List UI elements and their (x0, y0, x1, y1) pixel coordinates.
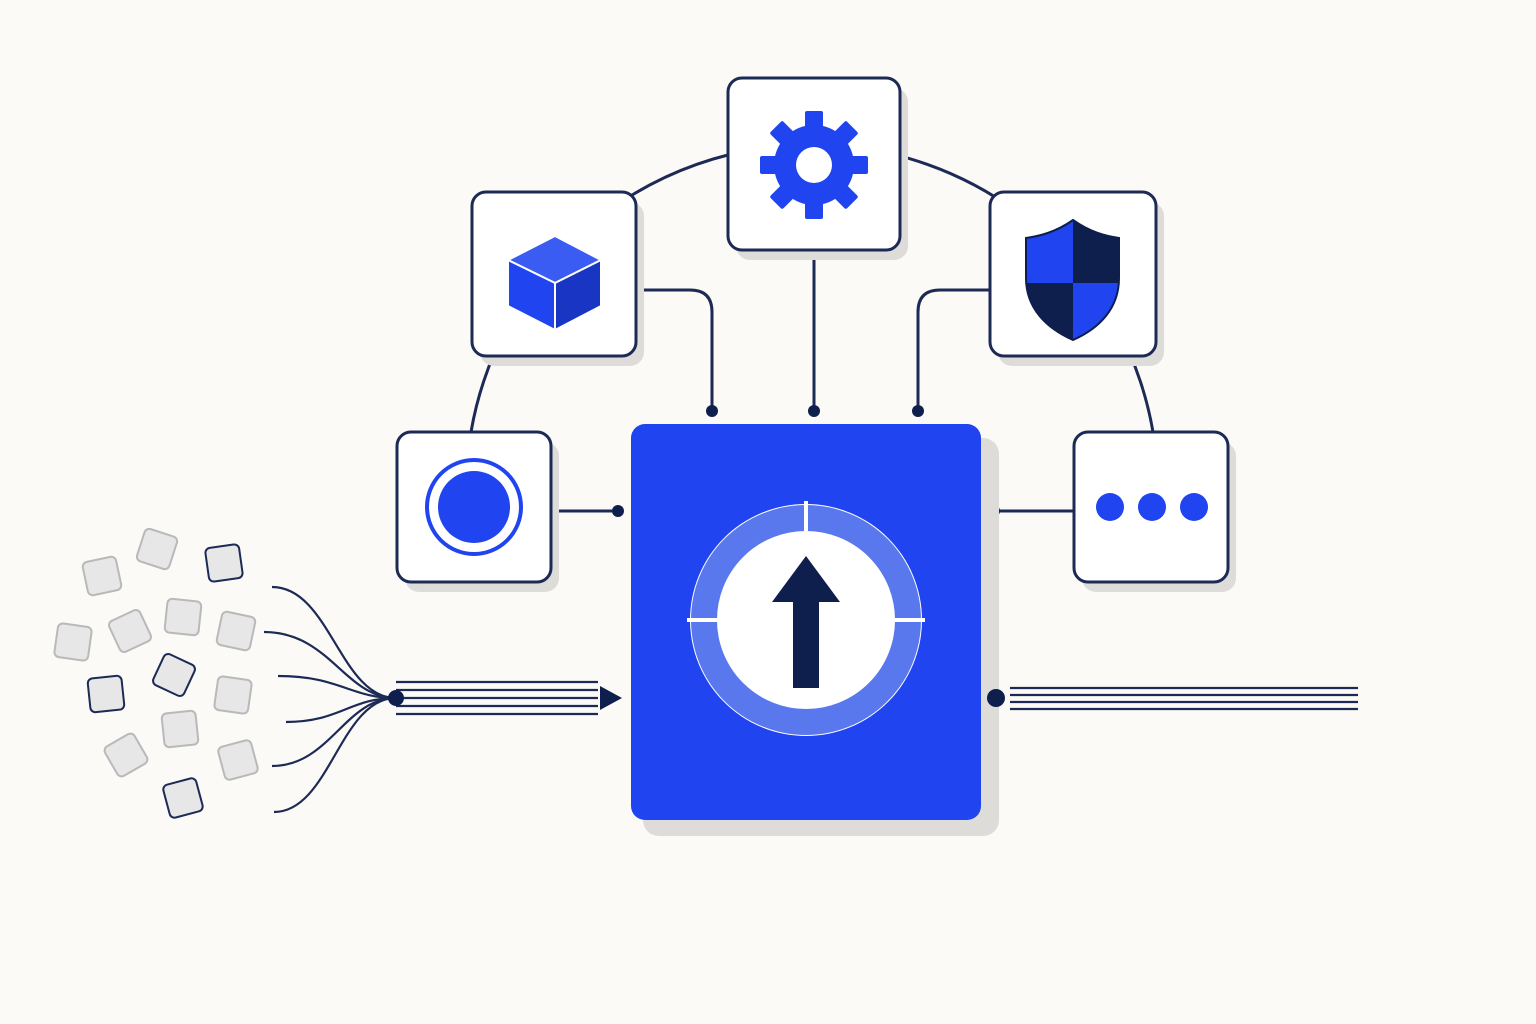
input-token (162, 777, 204, 819)
stream-line (271, 585, 397, 700)
input-token (53, 622, 93, 662)
node-gear[interactable] (726, 76, 908, 260)
input-token (160, 709, 200, 749)
node-shield[interactable] (988, 190, 1164, 366)
output-dot (987, 689, 1005, 707)
stream-line (273, 696, 397, 814)
node-record[interactable] (395, 430, 559, 592)
input-token (215, 610, 257, 652)
shield-icon (1025, 218, 1120, 342)
input-tokens (53, 527, 259, 819)
gear-icon (760, 111, 868, 219)
upload-arrow-icon (772, 556, 840, 688)
input-token (86, 674, 126, 714)
node-more[interactable] (1072, 430, 1236, 592)
record-icon (425, 458, 523, 556)
connector-cube-hub (636, 288, 714, 410)
input-token (213, 675, 253, 715)
merge-dot (388, 690, 404, 706)
stream-line (277, 674, 397, 700)
input-token (135, 527, 179, 571)
node-cube[interactable] (470, 190, 644, 366)
input-token (103, 732, 149, 778)
input-token (204, 543, 244, 583)
merged-input-lines (396, 680, 598, 716)
input-token (163, 597, 203, 637)
input-token (217, 739, 259, 781)
stream-line (263, 630, 397, 700)
input-streams (263, 585, 397, 814)
input-token (108, 609, 152, 653)
more-dots-icon (1096, 493, 1208, 521)
connector-shield-hub (916, 288, 990, 410)
dot-cube (706, 405, 718, 417)
cube-icon (505, 234, 604, 332)
input-token (152, 653, 196, 697)
input-arrowhead (600, 686, 622, 710)
central-hub[interactable] (631, 424, 999, 836)
node-connectors (552, 248, 1074, 513)
dot-record (612, 505, 624, 517)
dot-gear (808, 405, 820, 417)
input-token (81, 555, 123, 597)
dot-shield (912, 405, 924, 417)
output-lines (1010, 686, 1358, 711)
